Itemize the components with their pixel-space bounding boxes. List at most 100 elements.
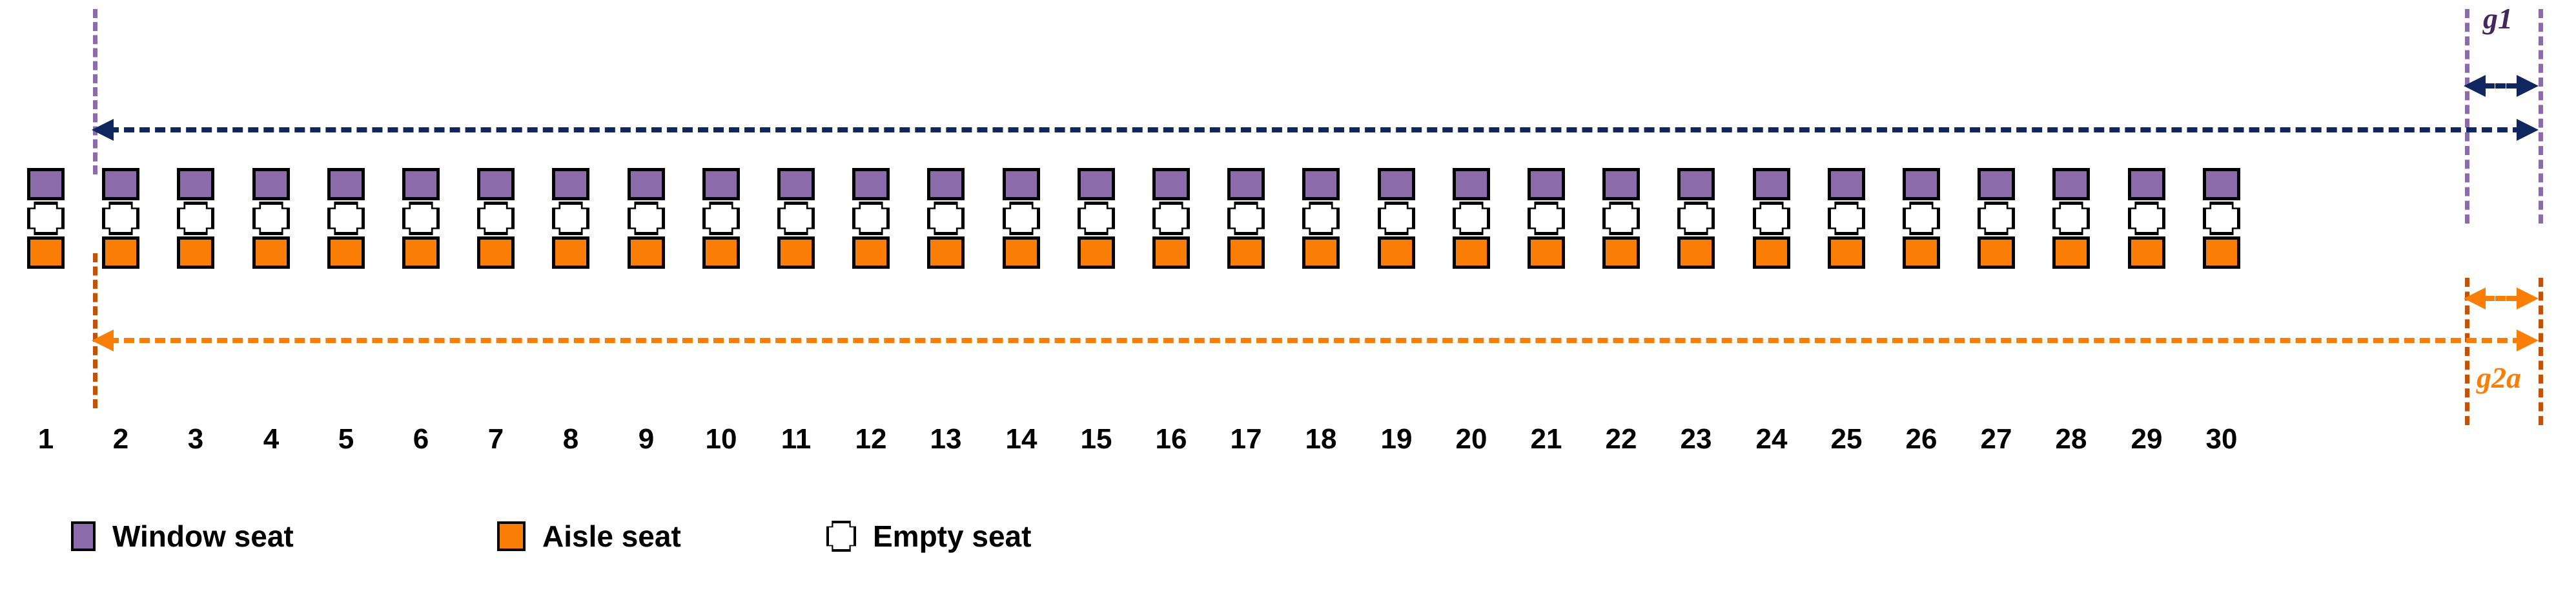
aisle-seat-cell[interactable] <box>777 236 815 269</box>
window-seat-cell[interactable] <box>102 168 139 200</box>
aisle-seat-cell[interactable] <box>327 236 365 269</box>
seat-column[interactable] <box>1528 168 1565 269</box>
empty-seat-cell[interactable] <box>702 202 740 235</box>
window-seat-cell[interactable] <box>552 168 589 200</box>
aisle-seat-cell[interactable] <box>1152 236 1190 269</box>
empty-seat-cell[interactable] <box>1453 202 1490 235</box>
empty-seat-cell[interactable] <box>1903 202 1940 235</box>
seat-column[interactable] <box>927 168 965 269</box>
seat-column[interactable] <box>1227 168 1265 269</box>
empty-seat-cell[interactable] <box>1378 202 1415 235</box>
empty-seat-cell[interactable] <box>27 202 65 235</box>
seat-column[interactable] <box>1677 168 1715 269</box>
window-seat-cell[interactable] <box>1302 168 1340 200</box>
empty-seat-cell[interactable] <box>1528 202 1565 235</box>
seat-column[interactable] <box>1753 168 1790 269</box>
seat-column[interactable] <box>2128 168 2165 269</box>
empty-seat-cell[interactable] <box>2052 202 2090 235</box>
seat-column[interactable] <box>777 168 815 269</box>
seat-column[interactable] <box>27 168 65 269</box>
empty-seat-cell[interactable] <box>552 202 589 235</box>
aisle-seat-cell[interactable] <box>102 236 139 269</box>
window-seat-cell[interactable] <box>1978 168 2015 200</box>
aisle-seat-cell[interactable] <box>1378 236 1415 269</box>
aisle-seat-cell[interactable] <box>1078 236 1115 269</box>
empty-seat-cell[interactable] <box>1152 202 1190 235</box>
seat-column[interactable] <box>852 168 890 269</box>
seat-column[interactable] <box>2203 168 2240 269</box>
aisle-seat-cell[interactable] <box>1903 236 1940 269</box>
seat-column[interactable] <box>1003 168 1040 269</box>
aisle-seat-cell[interactable] <box>402 236 440 269</box>
aisle-seat-cell[interactable] <box>628 236 665 269</box>
window-seat-cell[interactable] <box>1453 168 1490 200</box>
aisle-seat-cell[interactable] <box>1302 236 1340 269</box>
aisle-seat-cell[interactable] <box>1828 236 1865 269</box>
seat-column[interactable] <box>1828 168 1865 269</box>
aisle-seat-cell[interactable] <box>27 236 65 269</box>
window-seat-cell[interactable] <box>327 168 365 200</box>
window-seat-cell[interactable] <box>1227 168 1265 200</box>
window-seat-cell[interactable] <box>1602 168 1640 200</box>
seat-column[interactable] <box>102 168 139 269</box>
empty-seat-cell[interactable] <box>628 202 665 235</box>
aisle-seat-cell[interactable] <box>2128 236 2165 269</box>
aisle-seat-cell[interactable] <box>1453 236 1490 269</box>
empty-seat-cell[interactable] <box>1302 202 1340 235</box>
empty-seat-cell[interactable] <box>402 202 440 235</box>
seat-column[interactable] <box>628 168 665 269</box>
seat-column[interactable] <box>1302 168 1340 269</box>
empty-seat-cell[interactable] <box>477 202 515 235</box>
window-seat-cell[interactable] <box>1528 168 1565 200</box>
seat-column[interactable] <box>477 168 515 269</box>
window-seat-cell[interactable] <box>1828 168 1865 200</box>
window-seat-cell[interactable] <box>1903 168 1940 200</box>
empty-seat-cell[interactable] <box>1602 202 1640 235</box>
aisle-seat-cell[interactable] <box>177 236 214 269</box>
window-seat-cell[interactable] <box>1003 168 1040 200</box>
aisle-seat-cell[interactable] <box>2203 236 2240 269</box>
aisle-seat-cell[interactable] <box>1003 236 1040 269</box>
window-seat-cell[interactable] <box>402 168 440 200</box>
window-seat-cell[interactable] <box>477 168 515 200</box>
empty-seat-cell[interactable] <box>777 202 815 235</box>
seat-column[interactable] <box>1152 168 1190 269</box>
window-seat-cell[interactable] <box>177 168 214 200</box>
empty-seat-cell[interactable] <box>1978 202 2015 235</box>
seat-column[interactable] <box>1602 168 1640 269</box>
empty-seat-cell[interactable] <box>102 202 139 235</box>
seat-column[interactable] <box>1378 168 1415 269</box>
seat-column[interactable] <box>177 168 214 269</box>
window-seat-cell[interactable] <box>777 168 815 200</box>
empty-seat-cell[interactable] <box>1078 202 1115 235</box>
aisle-seat-cell[interactable] <box>1978 236 2015 269</box>
aisle-seat-cell[interactable] <box>702 236 740 269</box>
window-seat-cell[interactable] <box>1078 168 1115 200</box>
window-seat-cell[interactable] <box>927 168 965 200</box>
empty-seat-cell[interactable] <box>1003 202 1040 235</box>
window-seat-cell[interactable] <box>2052 168 2090 200</box>
seat-column[interactable] <box>2052 168 2090 269</box>
empty-seat-cell[interactable] <box>2203 202 2240 235</box>
window-seat-cell[interactable] <box>1152 168 1190 200</box>
empty-seat-cell[interactable] <box>1227 202 1265 235</box>
empty-seat-cell[interactable] <box>2128 202 2165 235</box>
empty-seat-cell[interactable] <box>852 202 890 235</box>
window-seat-cell[interactable] <box>27 168 65 200</box>
empty-seat-cell[interactable] <box>252 202 290 235</box>
empty-seat-cell[interactable] <box>927 202 965 235</box>
window-seat-cell[interactable] <box>852 168 890 200</box>
window-seat-cell[interactable] <box>2128 168 2165 200</box>
seat-column[interactable] <box>702 168 740 269</box>
empty-seat-cell[interactable] <box>1677 202 1715 235</box>
empty-seat-cell[interactable] <box>177 202 214 235</box>
aisle-seat-cell[interactable] <box>1528 236 1565 269</box>
aisle-seat-cell[interactable] <box>477 236 515 269</box>
empty-seat-cell[interactable] <box>1753 202 1790 235</box>
seat-column[interactable] <box>1978 168 2015 269</box>
aisle-seat-cell[interactable] <box>1753 236 1790 269</box>
aisle-seat-cell[interactable] <box>2052 236 2090 269</box>
empty-seat-cell[interactable] <box>1828 202 1865 235</box>
seat-column[interactable] <box>327 168 365 269</box>
window-seat-cell[interactable] <box>2203 168 2240 200</box>
